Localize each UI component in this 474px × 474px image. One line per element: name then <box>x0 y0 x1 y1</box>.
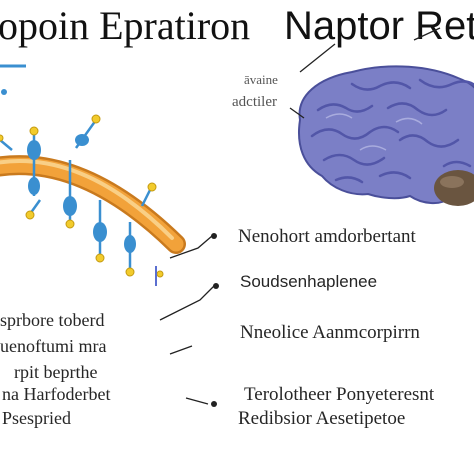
left-label-5: Psespried <box>2 408 71 428</box>
title-left: opoin Epratiron <box>0 3 251 48</box>
right-label-3: Nneolice Aanmcorpirrn <box>240 322 420 343</box>
right-label-1: Nenohort amdorbertant <box>238 226 416 247</box>
right-label-4: Terolotheer Ponyeteresnt <box>244 384 435 405</box>
leader-lines <box>159 27 441 405</box>
right-label-5: Redibsior Aesetipetoe <box>238 408 406 429</box>
blue-dot <box>1 89 7 95</box>
title-right: Naptor Ret <box>284 4 474 48</box>
brain-label-2: adctiler <box>232 94 277 110</box>
left-label-2: uenoftumi mra <box>0 336 107 356</box>
left-label-1: sprbore toberd <box>0 310 105 330</box>
brain-label-1: āvaine <box>244 72 278 87</box>
left-label-3: rpit beprthe <box>14 362 98 382</box>
leader-dots <box>211 233 219 407</box>
synapse-knobs <box>0 114 164 278</box>
myelin-segments <box>27 134 136 253</box>
brain-illustration <box>298 65 474 206</box>
neuron-axon <box>0 155 186 254</box>
right-label-2: Soudsenhaplenee <box>240 272 378 291</box>
left-label-4: na Harfoderbet <box>2 384 111 404</box>
